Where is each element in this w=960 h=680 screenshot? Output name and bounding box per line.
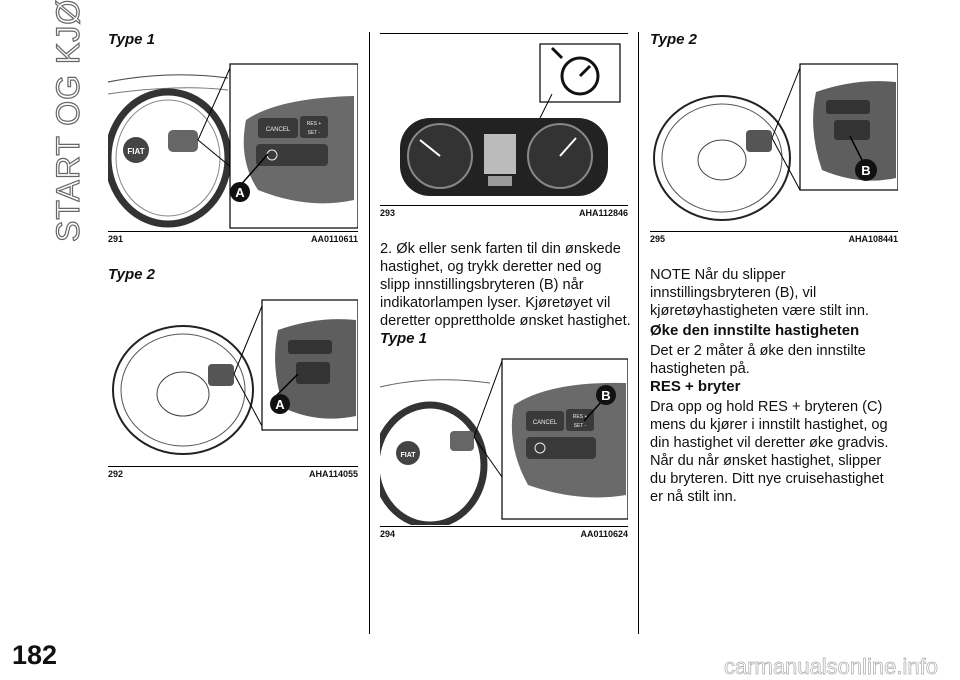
figure-291-steering-cruise-control: FIAT CANCEL RES + SET - A	[108, 60, 358, 230]
column-divider-right	[638, 32, 639, 634]
heading-type2-col3: Type 2	[650, 31, 697, 48]
step-2-text: 2. Øk eller senk farten til din ønskede …	[380, 241, 631, 329]
caption-rule	[650, 231, 898, 232]
figure-294-set-switch: FIAT CANCEL RES + SET - B	[380, 357, 628, 525]
fig292-callout: A	[275, 397, 285, 412]
caption-rule	[108, 231, 358, 232]
increase-text: Det er 2 måter å øke den innstilte hasti…	[650, 343, 866, 377]
fig291-res-label: RES +	[307, 121, 322, 127]
fig291-set-label: SET -	[308, 130, 321, 136]
fig295-callout: B	[861, 163, 870, 178]
fig294-cancel-label: CANCEL	[533, 420, 558, 426]
caption-293: 293 AHA112846	[380, 208, 628, 218]
svg-text:FIAT: FIAT	[127, 147, 144, 156]
figure-rule	[380, 33, 628, 34]
note-text: NOTE Når du slipper innstillingsbryteren…	[650, 267, 869, 319]
watermark: carmanualsonline.info	[723, 654, 939, 680]
fig291-cancel-label: CANCEL	[266, 127, 291, 133]
fig294-callout: B	[601, 388, 610, 403]
section-title: START OG KJØRING	[49, 0, 86, 243]
caption-292: 292 AHA114055	[108, 469, 358, 479]
caption-rule	[380, 526, 628, 527]
subhead-res-switch: RES + bryter	[650, 378, 741, 395]
heading-type1-col2: Type 1	[380, 330, 427, 347]
figure-292-steering-type2: A	[108, 296, 358, 462]
res-text: Dra opp og hold RES + bryteren (C) mens …	[650, 399, 889, 505]
subhead-increase-speed: Øke den innstilte hastigheten	[650, 322, 860, 339]
caption-rule	[380, 205, 628, 206]
column-divider-left	[369, 32, 370, 634]
fig291-callout: A	[235, 185, 245, 200]
heading-type1-col1: Type 1	[108, 31, 155, 48]
figure-295-steering-type2-set: B	[650, 60, 898, 228]
svg-text:FIAT: FIAT	[400, 452, 416, 459]
heading-type2-col1: Type 2	[108, 266, 155, 283]
fig294-set-label: SET -	[574, 423, 587, 429]
fig294-res-label: RES +	[573, 414, 588, 420]
caption-291: 291 AA0110611	[108, 234, 358, 244]
caption-295: 295 AHA108441	[650, 234, 898, 244]
figure-293-instrument-cluster	[380, 34, 628, 204]
caption-294: 294 AA0110624	[380, 529, 628, 539]
caption-rule	[108, 466, 358, 467]
page-number: 182	[12, 640, 58, 670]
